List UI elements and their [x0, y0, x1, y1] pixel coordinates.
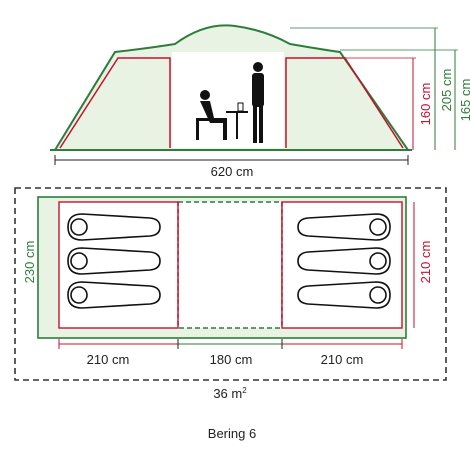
center-height-label: 205 cm — [439, 69, 454, 112]
side-width-label: 620 cm — [211, 164, 254, 179]
sleeping-bags-right — [297, 213, 391, 309]
side-height-label: 165 cm — [458, 79, 470, 122]
product-name: Bering 6 — [208, 426, 256, 441]
plan-depth-label: 230 cm — [22, 241, 37, 284]
sleeping-bag-icon — [67, 247, 161, 275]
standing-person-icon — [252, 62, 264, 143]
sleeping-bags-left — [67, 213, 161, 309]
sleeping-bag-icon — [297, 281, 391, 309]
bedroom-left-width-label: 210 cm — [87, 352, 130, 367]
floor-plan: 230 cm 210 cm 210 cm 180 cm 210 cm 36 m2 — [14, 187, 447, 401]
living-area-plan — [177, 201, 283, 329]
living-width-label: 180 cm — [210, 352, 253, 367]
bedroom-left-outline — [59, 57, 171, 149]
footprint-outline — [14, 187, 447, 381]
sleeping-bag-icon — [297, 247, 391, 275]
side-view: 620 cm 160 cm 205 cm 165 cm — [50, 24, 470, 179]
sleeping-bag-icon — [67, 281, 161, 309]
seated-person-icon — [196, 90, 248, 140]
sleeping-bag-icon — [297, 213, 391, 241]
sleeping-bag-icon — [67, 213, 161, 241]
bedroom-height-label: 160 cm — [418, 83, 433, 126]
bedroom-right-width-label: 210 cm — [321, 352, 364, 367]
living-area-side — [172, 52, 284, 148]
bedroom-right-outline — [285, 57, 404, 149]
bedroom-depth-label: 210 cm — [418, 241, 433, 284]
area-label: 36 m2 — [213, 386, 247, 401]
